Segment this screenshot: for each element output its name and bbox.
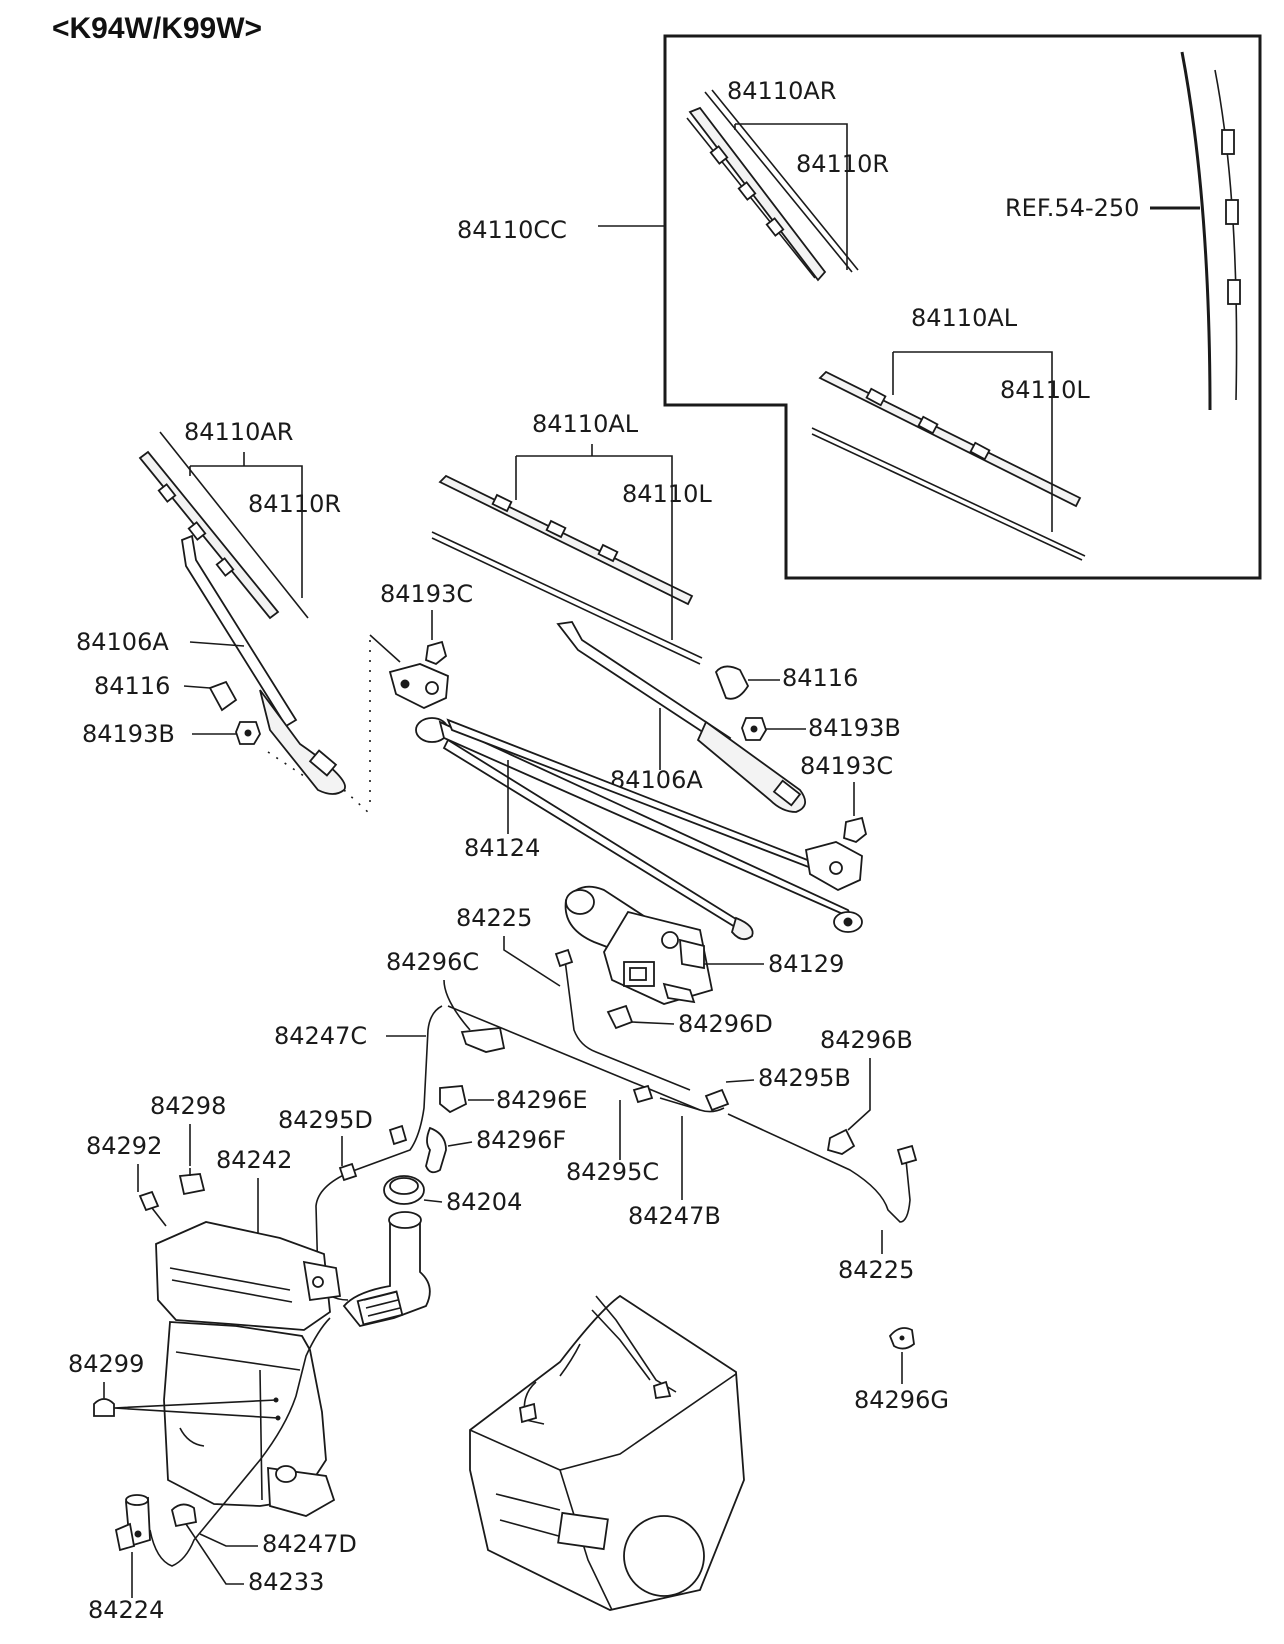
label-84193B-right: 84193B bbox=[808, 714, 901, 742]
label-84110AL-main: 84110AL bbox=[532, 410, 639, 438]
nozzle-84296G: 84296G bbox=[854, 1327, 949, 1414]
grommet-84299: 84299 bbox=[68, 1350, 281, 1421]
clip-84296D: 84296D bbox=[606, 1004, 773, 1038]
label-84296C: 84296C bbox=[386, 948, 479, 976]
hose-84225-right: 84225 bbox=[727, 1113, 918, 1284]
label-84225-lower: 84225 bbox=[838, 1256, 914, 1284]
nut-84193B-right: 84193B bbox=[741, 714, 901, 742]
label-84116-right: 84116 bbox=[782, 664, 858, 692]
wiper-motor-84129: 84129 bbox=[564, 885, 844, 1005]
washer-reservoir-84242: 84242 bbox=[155, 1146, 342, 1517]
pivot-bracket-left bbox=[388, 663, 449, 709]
label-84296B: 84296B bbox=[820, 1026, 913, 1054]
label-84299: 84299 bbox=[68, 1350, 144, 1378]
clip-84296F: 84296F bbox=[425, 1126, 566, 1174]
wiper-arm-right bbox=[181, 534, 346, 795]
label-84292: 84292 bbox=[86, 1132, 162, 1160]
washer-pump-84224: 84224 bbox=[88, 1494, 164, 1624]
assembly-guide-lines bbox=[267, 634, 401, 815]
label-84193C-right: 84193C bbox=[800, 752, 893, 780]
connector-84295D: 84295D bbox=[278, 1106, 408, 1182]
label-84110CC: 84110CC bbox=[457, 216, 567, 244]
inset-frame bbox=[663, 34, 1262, 580]
inset-long-blade-ref: REF.54-250 bbox=[1005, 51, 1241, 411]
vehicle-locator-illustration bbox=[469, 1294, 745, 1611]
label-84110L: 84110L bbox=[1000, 376, 1090, 404]
connector-84295B: 84295B bbox=[704, 1064, 851, 1112]
label-84295B: 84295B bbox=[758, 1064, 851, 1092]
label-84110AL: 84110AL bbox=[911, 304, 1018, 332]
label-84110L-main: 84110L bbox=[622, 480, 712, 508]
label-84129: 84129 bbox=[768, 950, 844, 978]
label-84296D: 84296D bbox=[678, 1010, 773, 1038]
label-84242: 84242 bbox=[216, 1146, 292, 1174]
label-ref-54-250: REF.54-250 bbox=[1005, 194, 1139, 222]
washer-cap-84204: 84204 bbox=[383, 1175, 522, 1216]
label-84110AR-main: 84110AR bbox=[184, 418, 293, 446]
label-84116-left: 84116 bbox=[94, 672, 170, 700]
hose-84225-upper: 84225 bbox=[456, 904, 691, 1091]
clip-84296E: 84296E bbox=[439, 1085, 588, 1114]
hose-84247D: 84247D bbox=[149, 1317, 357, 1567]
callout-84110AR: 84110AR 84110R bbox=[184, 418, 341, 598]
label-84296F: 84296F bbox=[476, 1126, 566, 1154]
label-84296E: 84296E bbox=[496, 1086, 588, 1114]
nut-84193B-left: 84193B bbox=[82, 720, 261, 748]
cap-84116-right: 84116 bbox=[714, 664, 858, 700]
label-84110AR: 84110AR bbox=[727, 77, 836, 105]
diagram-title: <K94W/K99W> bbox=[52, 12, 262, 45]
label-84295C: 84295C bbox=[566, 1158, 659, 1186]
filler-neck bbox=[342, 1211, 431, 1328]
label-84204: 84204 bbox=[446, 1188, 522, 1216]
bolt-84292: 84292 bbox=[86, 1132, 167, 1227]
label-84295D: 84295D bbox=[278, 1106, 373, 1134]
wiper-blade-right bbox=[138, 431, 309, 620]
cap-84116-left: 84116 bbox=[94, 672, 238, 712]
label-84298: 84298 bbox=[150, 1092, 226, 1120]
label-84110R: 84110R bbox=[796, 150, 889, 178]
label-84193B-left: 84193B bbox=[82, 720, 175, 748]
inset-callout-84110AL: 84110AL 84110L bbox=[892, 304, 1090, 532]
grommet-84233: 84233 bbox=[171, 1503, 324, 1596]
inset-wiper-blade-right bbox=[686, 89, 859, 282]
nozzle-84296B: 84296B bbox=[820, 1026, 913, 1155]
label-84247C: 84247C bbox=[274, 1022, 367, 1050]
connector-84295C: 84295C bbox=[566, 1084, 659, 1186]
screw-84298: 84298 bbox=[150, 1092, 226, 1196]
label-84110R-main: 84110R bbox=[248, 490, 341, 518]
label-84224: 84224 bbox=[88, 1596, 164, 1624]
label-84193C-left: 84193C bbox=[380, 580, 473, 608]
label-84247B: 84247B bbox=[628, 1202, 721, 1230]
label-84225-upper: 84225 bbox=[456, 904, 532, 932]
pivot-84193C-right: 84193C bbox=[800, 752, 893, 844]
wiper-arm-left bbox=[556, 621, 806, 813]
pivot-84193C-left: 84193C bbox=[380, 580, 473, 666]
clip-84296C: 84296C bbox=[386, 948, 506, 1053]
pivot-bracket-right bbox=[804, 841, 863, 933]
label-84124: 84124 bbox=[464, 834, 540, 862]
callout-84110AL: 84110AL 84110L bbox=[515, 410, 712, 640]
inset-wiper-blade-left bbox=[811, 370, 1086, 561]
label-84296G: 84296G bbox=[854, 1386, 949, 1414]
wiper-linkage-84124: 84124 bbox=[415, 717, 854, 941]
hose-84247B: 84247B bbox=[628, 1097, 721, 1230]
label-84247D: 84247D bbox=[262, 1530, 357, 1558]
inset-callout-84110AR: 84110AR 84110R 84110CC bbox=[457, 77, 889, 270]
label-84106A-left: 84106A bbox=[76, 628, 169, 656]
label-84233: 84233 bbox=[248, 1568, 324, 1596]
callout-84106A-left: 84106A bbox=[76, 628, 245, 656]
wiper-blade-left bbox=[431, 474, 703, 665]
